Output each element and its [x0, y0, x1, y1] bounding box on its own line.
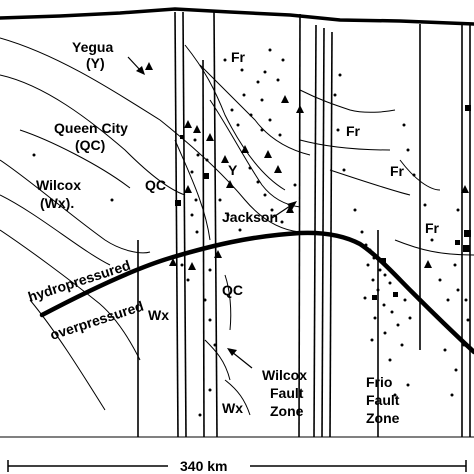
label-scale: 340 km — [180, 458, 227, 474]
label-queen-city: Queen City — [54, 120, 128, 136]
label-frio-fault-3: Zone — [366, 410, 400, 426]
label-wx-upper: Wx — [148, 307, 169, 323]
label-wilcox-fault-1: Wilcox — [262, 367, 307, 383]
label-qc-upper: QC — [145, 177, 166, 193]
label-y-mid: Y — [228, 162, 238, 178]
label-yegua-abbr: (Y) — [86, 55, 105, 71]
label-frio-fault-1: Frio — [366, 374, 392, 390]
ground-surface-line — [0, 7, 474, 26]
label-wx-lower: Wx — [222, 400, 243, 416]
label-fr-1: Fr — [231, 49, 246, 65]
label-frio-fault-2: Fault — [366, 392, 400, 408]
pointer-arrows — [127, 56, 297, 369]
pressure-boundary-line — [39, 230, 474, 355]
label-fr-3: Fr — [390, 163, 405, 179]
label-yegua: Yegua — [72, 39, 113, 55]
data-markers — [32, 48, 471, 417]
label-jackson: Jackson — [222, 209, 278, 225]
label-fr-2: Fr — [346, 123, 361, 139]
label-wilcox: Wilcox — [36, 177, 81, 193]
label-qc-lower: QC — [222, 282, 243, 298]
label-wilcox-abbr: (Wx). — [40, 195, 74, 211]
formation-boundaries — [0, 37, 474, 416]
label-wilcox-fault-3: Zone — [270, 403, 304, 419]
label-fr-4: Fr — [425, 220, 440, 236]
scale-bar — [7, 460, 467, 472]
label-wilcox-fault-2: Fault — [270, 385, 304, 401]
label-queen-city-abbr: (QC) — [75, 137, 105, 153]
